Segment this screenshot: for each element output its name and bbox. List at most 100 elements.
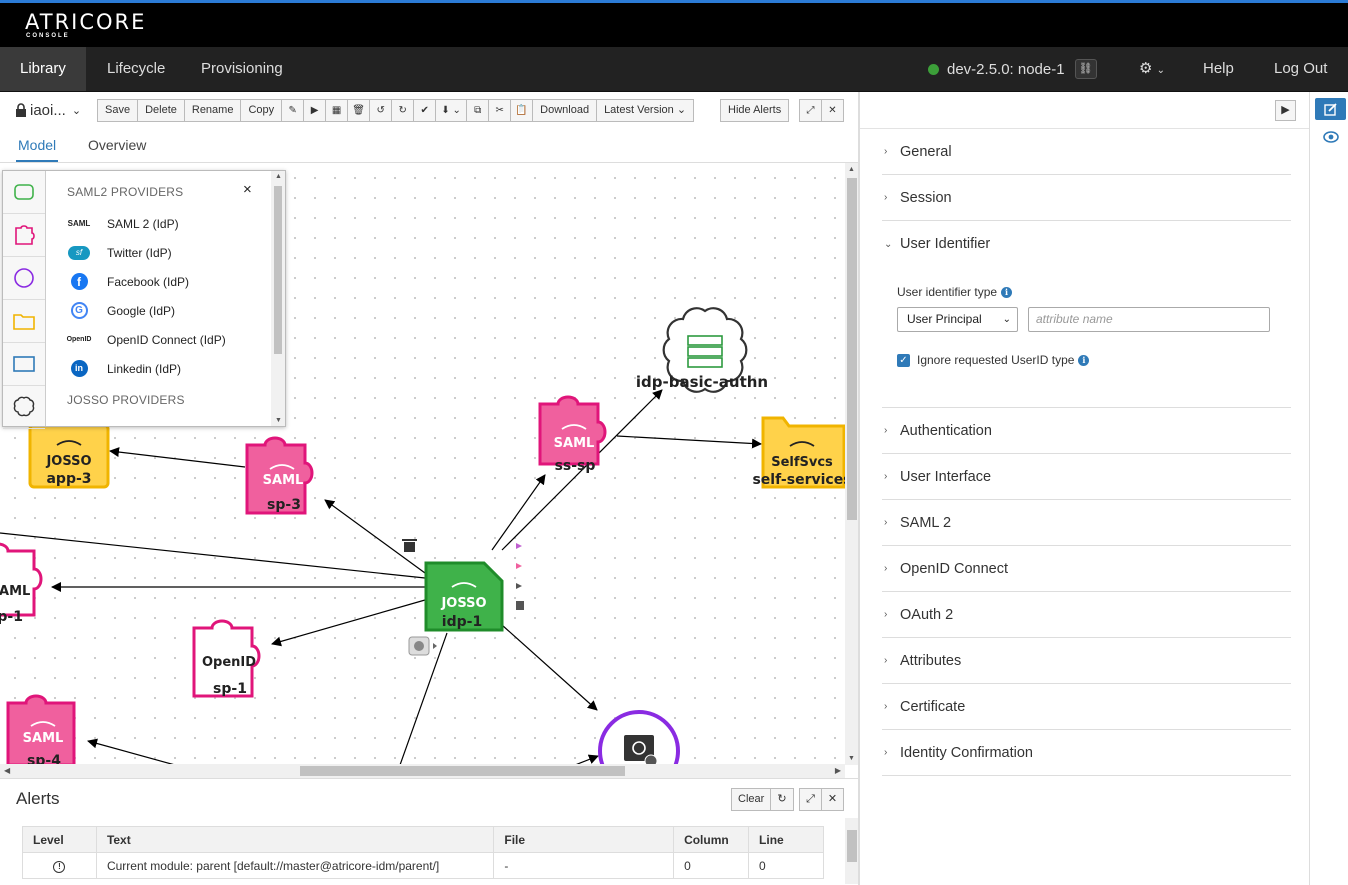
close-icon[interactable]: ✕: [821, 99, 844, 122]
section-user-identifier[interactable]: ⌄User Identifier: [882, 221, 1291, 267]
collapse-panel-icon[interactable]: ▶: [1275, 100, 1296, 121]
node-openid-sp-1[interactable]: OpenID sp-1: [192, 619, 261, 698]
appliance-selector[interactable]: iaoi... ⌄: [15, 102, 81, 119]
hide-alerts-button[interactable]: Hide Alerts: [720, 99, 790, 122]
palette-item-google-idp[interactable]: G Google (IdP): [47, 296, 271, 325]
category-rectangle-icon[interactable]: [3, 343, 45, 386]
section-user-interface[interactable]: ›User Interface: [882, 454, 1291, 500]
panel-divider: [860, 128, 1309, 129]
palette-item-twitter-idp[interactable]: sf Twitter (IdP): [47, 238, 271, 267]
node-name: sp-1: [213, 681, 247, 697]
eye-icon[interactable]: [1315, 126, 1346, 148]
alert-file: -: [493, 852, 675, 879]
grid-icon[interactable]: ▦: [325, 99, 349, 122]
category-service-provider-icon[interactable]: [3, 214, 45, 257]
section-identity-confirmation[interactable]: ›Identity Confirmation: [882, 730, 1291, 776]
category-service-icon[interactable]: [3, 257, 45, 300]
section-session[interactable]: ›Session: [882, 175, 1291, 221]
component-palette: SAML2 PROVIDERS SAML SAML 2 (IdP) sf Twi…: [2, 170, 286, 429]
trash-icon[interactable]: [402, 539, 417, 552]
clear-alerts-button[interactable]: Clear: [731, 788, 772, 811]
info-icon[interactable]: i: [1078, 354, 1090, 366]
uid-type-select[interactable]: User Principal⌄: [897, 307, 1018, 332]
arc-icon: [789, 441, 815, 447]
delete-button[interactable]: Delete: [137, 99, 185, 122]
node-sp-1-saml[interactable]: SAML sp-1: [0, 542, 43, 625]
atricore-logo[interactable]: ATRICORE CONSOLE: [25, 11, 146, 40]
column-header-text[interactable]: Text: [95, 826, 495, 853]
node-sp-4[interactable]: SAML sp-4: [6, 694, 76, 765]
save-button[interactable]: Save: [97, 99, 139, 122]
column-header-level[interactable]: Level: [22, 826, 97, 853]
section-oauth2[interactable]: ›OAuth 2: [882, 592, 1291, 638]
alerts-scrollbar[interactable]: [845, 818, 859, 884]
panel-splitter[interactable]: [858, 92, 860, 885]
tab-model[interactable]: Model: [16, 130, 59, 162]
section-certificate[interactable]: ›Certificate: [882, 684, 1291, 730]
node-vault-service[interactable]: [598, 710, 680, 765]
checkbox-checked-icon[interactable]: ✓: [897, 353, 910, 367]
copy-button[interactable]: Copy: [240, 99, 283, 122]
palette-item-openid-idp[interactable]: OpenID OpenID Connect (IdP): [47, 325, 271, 354]
category-cloud-icon[interactable]: [3, 386, 45, 429]
node-sp-3[interactable]: SAML sp-3: [245, 436, 314, 515]
rename-button[interactable]: Rename: [183, 99, 242, 122]
palette-scrollbar[interactable]: ▲ ▼: [271, 171, 285, 426]
ignore-userid-type-label: Ignore requested UserID type: [917, 353, 1075, 367]
section-saml2[interactable]: ›SAML 2: [882, 500, 1291, 546]
palette-item-facebook-idp[interactable]: f Facebook (IdP): [47, 267, 271, 296]
redo-icon[interactable]: ↻: [391, 99, 415, 122]
node-app-3[interactable]: JOSSO app-3: [28, 423, 110, 489]
table-row[interactable]: ! Current module: parent [default://mast…: [22, 852, 824, 879]
play-icon[interactable]: ▶: [303, 99, 327, 122]
close-icon[interactable]: ✕: [821, 788, 844, 811]
section-general[interactable]: ›General: [882, 129, 1291, 175]
palette-close-icon[interactable]: ×: [243, 181, 252, 198]
section-openid-connect[interactable]: ›OpenID Connect: [882, 546, 1291, 592]
nav-lifecycle[interactable]: Lifecycle: [107, 60, 166, 77]
column-header-line[interactable]: Line: [748, 826, 824, 853]
undo-icon[interactable]: ↺: [369, 99, 393, 122]
canvas-horizontal-scrollbar[interactable]: ◀ ▶: [0, 764, 845, 778]
expand-icon[interactable]: ⤢: [799, 788, 822, 811]
connector-handles[interactable]: [516, 543, 524, 610]
settings-dropdown[interactable]: ⚙ ⌄: [1119, 47, 1185, 91]
category-identity-provider-icon[interactable]: [3, 171, 45, 214]
eraser-icon[interactable]: ✎: [281, 99, 305, 122]
duplicate-icon[interactable]: ⧉: [466, 99, 490, 122]
nav-logout[interactable]: Log Out: [1274, 60, 1328, 77]
node-self-services[interactable]: SelfSvcs self-services: [752, 416, 845, 489]
column-header-file[interactable]: File: [493, 826, 675, 853]
node-idp-basic-authn[interactable]: idp-basic-authn: [636, 307, 768, 393]
refresh-icon[interactable]: ↻: [770, 788, 794, 811]
palette-item-linkedin-idp[interactable]: in Linkedin (IdP): [47, 354, 271, 383]
section-authentication[interactable]: ›Authentication: [882, 408, 1291, 454]
settings-gear-icon[interactable]: [408, 636, 437, 656]
section-attributes[interactable]: ›Attributes: [882, 638, 1291, 684]
paste-icon[interactable]: 📋: [510, 99, 534, 122]
info-icon[interactable]: i: [1001, 286, 1013, 298]
trash-icon[interactable]: 🗑: [347, 99, 371, 122]
palette-item-saml2-idp[interactable]: SAML SAML 2 (IdP): [47, 209, 271, 238]
nav-provisioning[interactable]: Provisioning: [201, 60, 283, 77]
nav-library[interactable]: Library: [0, 47, 86, 91]
nav-help[interactable]: Help: [1203, 60, 1234, 77]
cut-icon[interactable]: ✂: [488, 99, 512, 122]
section-label: SAML 2: [900, 514, 952, 531]
download-button[interactable]: Download: [532, 99, 598, 122]
node-ss-sp[interactable]: SAML ss-sp: [538, 395, 607, 474]
canvas-vertical-scrollbar[interactable]: ▲ ▼: [845, 163, 859, 765]
latest-version-dropdown[interactable]: Latest Version ⌄: [596, 99, 695, 122]
category-folder-icon[interactable]: [3, 300, 45, 343]
tab-overview[interactable]: Overview: [88, 137, 147, 153]
attribute-name-input[interactable]: attribute name: [1028, 307, 1270, 332]
node-idp-1[interactable]: JOSSO idp-1: [424, 561, 504, 632]
export-dropdown-icon[interactable]: ⬇ ⌄: [435, 99, 468, 122]
expand-icon[interactable]: ⤢: [799, 99, 822, 122]
check-icon[interactable]: ✔: [413, 99, 437, 122]
column-header-column[interactable]: Column: [673, 826, 750, 853]
edit-properties-icon[interactable]: [1315, 98, 1346, 120]
logo-subtext: CONSOLE: [26, 33, 70, 39]
unlink-icon[interactable]: ⛓: [1074, 59, 1097, 79]
